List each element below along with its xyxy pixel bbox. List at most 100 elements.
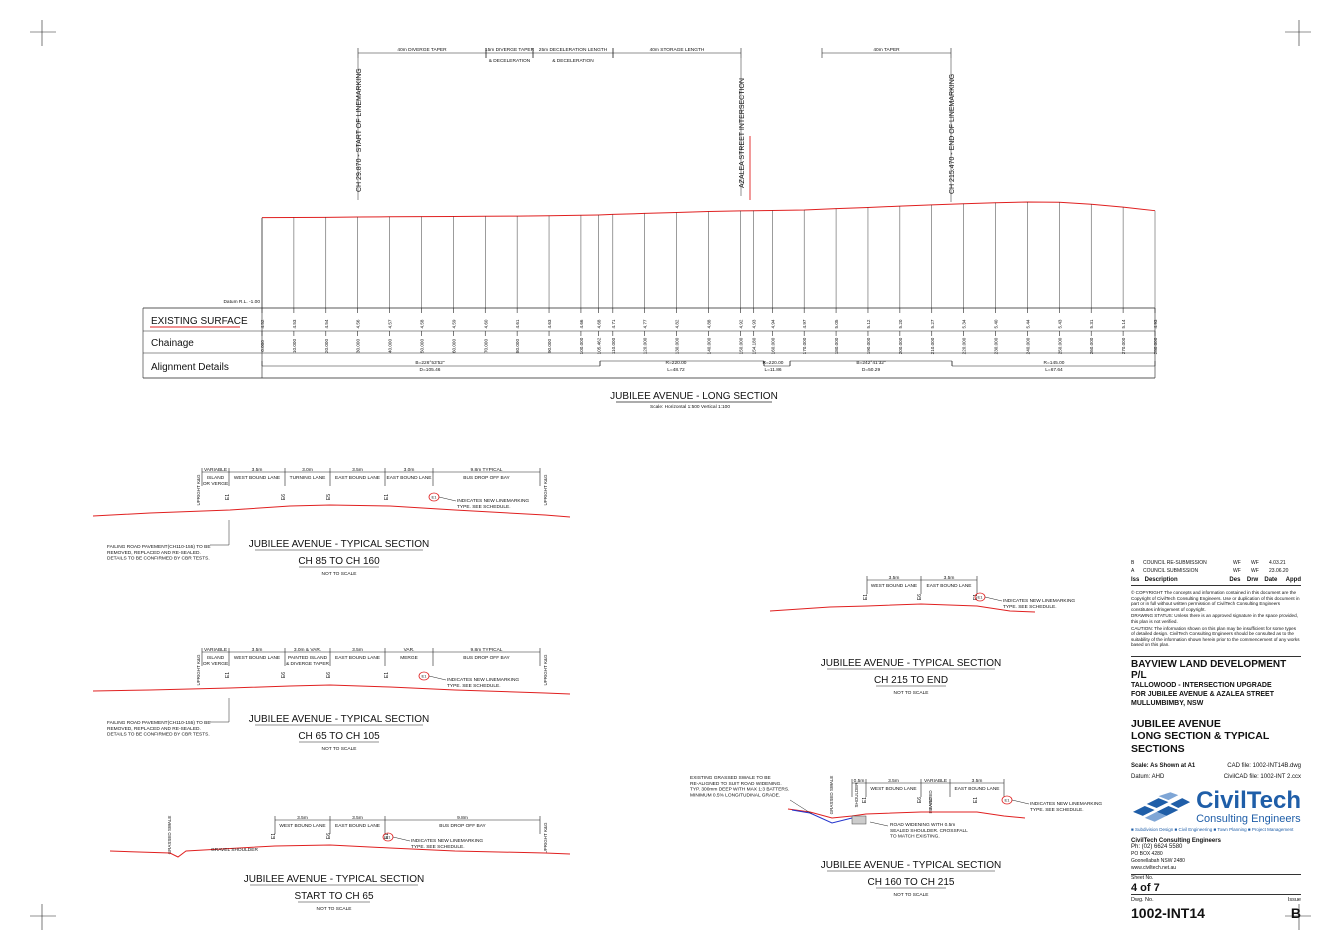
hdr-desc: Description (1144, 577, 1178, 583)
revision-row: B COUNCIL RE-SUBMISSION WF WF 4.03.21 (1131, 559, 1301, 567)
lane-label: BUS DROP OFF BAY (463, 655, 510, 661)
surface-value: 4.61 (515, 319, 520, 328)
section-width-label: 3.5m (888, 778, 899, 784)
company-name: CivilTech Consulting Engineers (1131, 838, 1221, 845)
chainage-value: 10.000 (292, 339, 297, 353)
company-phone: Ph: (02) 6624 5580 (1131, 844, 1183, 851)
section-width-label: VAR. (404, 647, 415, 653)
rev-des: WF (1233, 568, 1241, 574)
dim-label: 40m DIVERGE TAPER (397, 47, 447, 53)
alignment-text: R=220.00 (666, 360, 687, 366)
lane-label: BUS DROP OFF BAY (463, 475, 510, 481)
typical-section-title: JUBILEE AVENUE - TYPICAL SECTION (249, 714, 429, 725)
linemarking-tag: E1 (225, 672, 231, 678)
section-width-label: VARIABLE (924, 778, 947, 784)
surface-value: 5.20 (898, 319, 903, 328)
caution-note: CAUTION: The information shown on this p… (1131, 625, 1300, 648)
datum-label: Datum R.L. -1.00 (223, 299, 260, 305)
chainage-value: 180.000 (834, 337, 839, 354)
swale-label: GRASSED SWALE (167, 816, 172, 855)
fail-leader (210, 520, 230, 546)
shoulder-label: SHOULDER (854, 782, 859, 808)
chainage-value: 170.000 (802, 337, 807, 354)
chainage-marker-label: CH 215.470 - END OF LINEMARKING (949, 74, 956, 194)
chainage-value: 160.000 (770, 337, 775, 354)
datum-row: Datum: AHD CivilCAD file: 1002-INT 2.ccx (1131, 772, 1301, 783)
section-width-label: 0.5m (854, 778, 865, 784)
failing-pavement-note: FAILING ROAD PAVEMENT(CH110-155) TO BE (107, 720, 211, 726)
lane-label: EAST BOUND LANE (335, 655, 380, 661)
road-surface-line (787, 808, 1026, 819)
surface-value: 5.44 (1025, 319, 1030, 328)
copyright-note: © COPYRIGHT The concepts and information… (1131, 590, 1300, 612)
section-width-label: 3.0m (302, 467, 313, 473)
alignment-text: R=220.00 (763, 360, 784, 366)
drawing-title-2: LONG SECTION & TYPICAL (1131, 730, 1270, 743)
lane-label: WEST BOUND LANE (234, 655, 280, 661)
callout-leader (392, 836, 411, 842)
rev-iss: B (1131, 560, 1135, 566)
drawing-number: 1002-INT14 (1131, 905, 1205, 922)
chainage-value: 240.000 (1025, 337, 1030, 354)
gravel-shoulder-label: GRAVEL SHOULDER (211, 847, 258, 853)
failing-pavement-note: REMOVED, REPLACED AND RE-SEALED. (107, 726, 201, 732)
section-width-label: 3.5m (972, 778, 983, 784)
surface-value: 5.14 (1121, 319, 1126, 328)
lane-label: PAINTED ISLAND (288, 655, 328, 661)
chainage-value: 220.000 (962, 337, 967, 354)
linemarking-note: TYPE. SEE SCHEDULE. (411, 844, 465, 850)
lane-label: & DIVERGE TAPER (286, 661, 330, 667)
road-surface-line (769, 603, 1036, 613)
not-to-scale: NOT TO SCALE (894, 690, 929, 696)
linemarking-tag: E6 (326, 672, 332, 678)
sheet-label: Sheet No. (1131, 874, 1301, 882)
chainage-marker-label: AZALEA STREET INTERSECTION (739, 78, 746, 188)
linemarking-tag: E6 (326, 833, 332, 839)
kerb-label: UPRIGHT K&G (196, 654, 201, 685)
linemarking-tag: E1 (862, 797, 868, 803)
road-widening-note: ROAD WIDENING WITH 0.5m (890, 822, 955, 828)
linemarking-tag: E1 (973, 797, 979, 803)
surface-value: 4.60 (483, 319, 488, 328)
typical-section-title: JUBILEE AVENUE - TYPICAL SECTION (249, 539, 429, 550)
lane-label: EAST BOUND LANE (335, 475, 380, 481)
client-name: BAYVIEW LAND DEVELOPMENT P/L (1131, 655, 1301, 681)
chainage-value: 150.000 (738, 337, 743, 354)
lane-label: BUS DROP OFF BAY (439, 823, 486, 829)
surface-value: 4.66 (579, 319, 584, 328)
chainage-value: 120.000 (643, 337, 648, 354)
company-address-2: Goonellabah NSW 2480 (1131, 858, 1185, 865)
logo-grid-icon (1132, 792, 1191, 823)
dim-label: 25m DECELERATION LENGTH (539, 47, 608, 53)
linemarking-tag: E1 (863, 594, 869, 600)
linemarking-tag: E1 (225, 494, 231, 500)
lane-label: WEST BOUND LANE (870, 786, 916, 792)
callout-leader (428, 675, 447, 681)
linemarking-note: TYPE. SEE SCHEDULE. (447, 683, 501, 689)
dwg-label: Dwg. No. (1131, 897, 1154, 904)
road-surface-line (92, 684, 571, 695)
dim-sub-label: & DECELERATION (552, 58, 594, 64)
failing-pavement-note: FAILING ROAD PAVEMENT(CH110-155) TO BE (107, 544, 211, 550)
rev-desc: COUNCIL RE-SUBMISSION (1143, 560, 1207, 566)
not-to-scale: NOT TO SCALE (322, 571, 357, 577)
road-widening-note: TO MATCH EXISTING. (890, 834, 940, 840)
company-website: www.civiltech.net.au (1131, 865, 1177, 872)
section-width-label: 9.8m (457, 815, 468, 821)
not-to-scale: NOT TO SCALE (317, 906, 352, 912)
road-surface-line (109, 844, 571, 858)
swale-label: GRASSED SWALE (829, 776, 834, 815)
surface-value: 4.93 (752, 319, 757, 328)
rev-desc: COUNCIL SUBMISSION (1143, 568, 1199, 574)
row-label-chainage: Chainage (151, 338, 194, 349)
typical-section-title: JUBILEE AVENUE - TYPICAL SECTION (821, 860, 1001, 871)
chainage-value: 270.000 (1121, 337, 1126, 354)
road-widening-note: SEALED SHOULDER. CROSSFALL (890, 828, 968, 834)
chainage-value: 105.462 (596, 337, 601, 354)
alignment-text: R=145.00 (1044, 360, 1065, 366)
linemarking-tag: E1 (973, 594, 979, 600)
swale-note: MINIMUM 0.5% LONGITUDINAL GRADE. (690, 792, 780, 798)
section-width-label: 3.0m (404, 467, 415, 473)
long-section-scale: Scale: Horizontal 1:500 Vertical 1:100 (650, 404, 730, 410)
services-line: ■ Subdivision Design ■ Civil Engineering… (1131, 827, 1294, 833)
